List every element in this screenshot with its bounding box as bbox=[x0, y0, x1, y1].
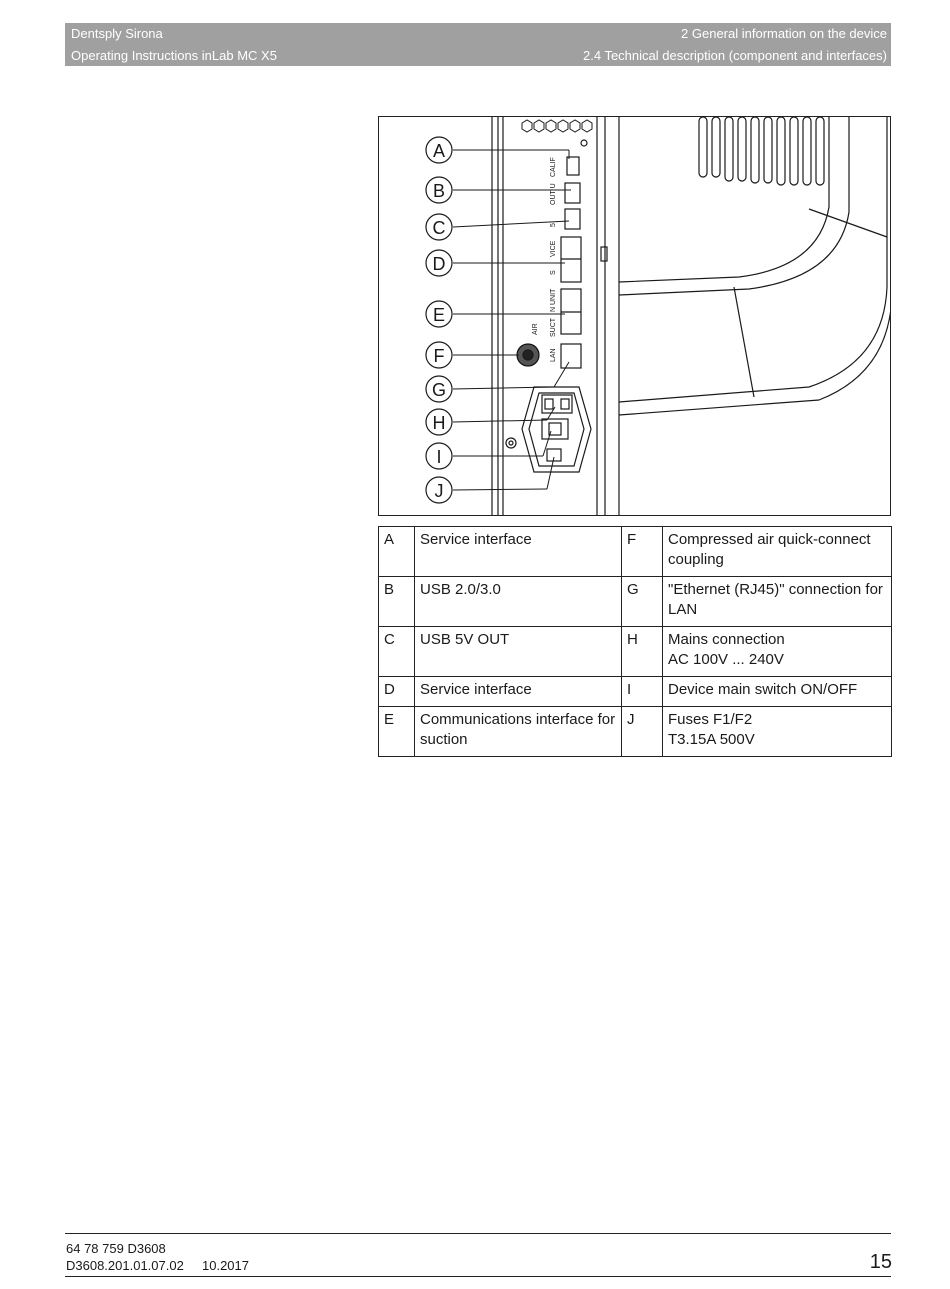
port-label-calif: CALIF bbox=[550, 157, 557, 177]
legend-description: "Ethernet (RJ45)" connection for LAN bbox=[662, 576, 892, 627]
legend-description: Service interface bbox=[414, 526, 622, 577]
callout-h bbox=[425, 408, 453, 436]
device-rear-panel-drawing: CALIF OUT U 5 VICE S N UNIT SUCT AIR LAN bbox=[425, 117, 890, 515]
legend-description-detail: T3.15A 500V bbox=[668, 731, 755, 748]
legend-key: B bbox=[378, 576, 415, 627]
callout-g bbox=[425, 375, 453, 403]
legend-description: Communications interface for suction bbox=[414, 706, 622, 757]
housing-contour bbox=[618, 117, 830, 283]
port-label-unit: N UNIT bbox=[550, 288, 557, 312]
footer-divider bbox=[65, 1276, 891, 1277]
housing-seam bbox=[733, 286, 755, 398]
table-row: D Service interface I Device main switch… bbox=[378, 676, 892, 707]
callout-letter-e: E bbox=[433, 305, 445, 325]
port-a-service bbox=[566, 156, 580, 176]
callout-a bbox=[425, 136, 453, 164]
side-clip bbox=[600, 246, 608, 262]
port-label-suct: SUCT bbox=[550, 317, 557, 337]
legend-key: D bbox=[378, 676, 415, 707]
fuse-holder bbox=[546, 448, 562, 462]
callout-letter-a: A bbox=[433, 141, 445, 161]
legend-description: USB 5V OUT bbox=[414, 626, 622, 677]
port-b-usb bbox=[564, 182, 581, 204]
table-row: A Service interface F Compressed air qui… bbox=[378, 526, 892, 577]
device-interfaces-figure: CALIF OUT U 5 VICE S N UNIT SUCT AIR LAN bbox=[378, 116, 891, 516]
legend-description-detail: AC 100V ... 240V bbox=[668, 651, 784, 668]
legend-description: Device main switch ON/OFF bbox=[662, 676, 892, 707]
header-chapter: 2 General information on the device bbox=[681, 26, 887, 41]
legend-key: H bbox=[621, 626, 663, 677]
legend-key: F bbox=[621, 526, 663, 577]
port-label-vice: VICE bbox=[550, 240, 557, 257]
housing-contour bbox=[618, 310, 890, 416]
port-c-usb-5v bbox=[564, 208, 581, 230]
legend-key: I bbox=[621, 676, 663, 707]
housing-contour bbox=[618, 117, 888, 403]
page-number: 15 bbox=[869, 1251, 892, 1273]
page-header: Dentsply Sirona Operating Instructions i… bbox=[65, 23, 891, 66]
callout-letter-d: D bbox=[433, 254, 446, 274]
port-label-s: S bbox=[550, 270, 557, 275]
port-label-out: OUT U bbox=[550, 183, 557, 205]
callout-letters: A B C D E F G H I J bbox=[432, 141, 446, 501]
callout-f bbox=[425, 341, 453, 369]
top-vent-holes bbox=[521, 119, 593, 133]
mains-socket bbox=[541, 394, 573, 414]
table-row: E Communications interface for suction J… bbox=[378, 706, 892, 757]
callout-letter-f: F bbox=[434, 346, 445, 366]
footer-divider bbox=[65, 1233, 891, 1234]
legend-description: Compressed air quick-connect coupling bbox=[662, 526, 892, 577]
port-label-lan: LAN bbox=[550, 348, 557, 362]
legend-description: Mains connection bbox=[668, 631, 785, 648]
footer-doc-reference: D3608.201.01.07.02 bbox=[66, 1258, 184, 1273]
legend-key: A bbox=[378, 526, 415, 577]
callout-c bbox=[425, 213, 453, 241]
callout-markers bbox=[425, 136, 453, 504]
callout-letter-j: J bbox=[435, 481, 444, 501]
callout-letter-c: C bbox=[433, 218, 446, 238]
callout-letter-h: H bbox=[433, 413, 446, 433]
side-vent-slots bbox=[698, 117, 825, 186]
port-label-air: AIR bbox=[532, 323, 539, 335]
legend-key: E bbox=[378, 706, 415, 757]
legend-description-cell: Mains connection AC 100V ... 240V bbox=[662, 626, 892, 677]
callout-b bbox=[425, 176, 453, 204]
legend-key: C bbox=[378, 626, 415, 677]
table-row: C USB 5V OUT H Mains connection AC 100V .… bbox=[378, 626, 892, 677]
legend-key: J bbox=[621, 706, 663, 757]
callout-letter-g: G bbox=[432, 380, 446, 400]
table-row: B USB 2.0/3.0 G "Ethernet (RJ45)" connec… bbox=[378, 576, 892, 627]
power-entry-module bbox=[521, 386, 592, 473]
callout-e bbox=[425, 300, 453, 328]
port-label-5: 5 bbox=[550, 223, 557, 227]
callout-leaders bbox=[452, 149, 571, 491]
callout-d bbox=[425, 249, 453, 277]
port-g-lan bbox=[560, 343, 582, 369]
header-section: 2.4 Technical description (component and… bbox=[583, 48, 887, 63]
ground-screw bbox=[505, 437, 517, 449]
callout-i bbox=[425, 442, 453, 470]
indicator-led bbox=[580, 139, 588, 147]
footer-doc-number: 64 78 759 D3608 bbox=[66, 1241, 166, 1256]
callout-letter-b: B bbox=[433, 181, 445, 201]
callout-j bbox=[425, 476, 453, 504]
footer-date: 10.2017 bbox=[202, 1258, 249, 1273]
header-manual-title: Operating Instructions inLab MC X5 bbox=[71, 48, 277, 63]
housing-seam bbox=[808, 208, 888, 238]
header-company: Dentsply Sirona bbox=[71, 26, 163, 41]
housing-contour bbox=[618, 117, 850, 296]
main-switch bbox=[541, 418, 569, 440]
legend-description: Service interface bbox=[414, 676, 622, 707]
callout-letter-i: I bbox=[436, 447, 441, 467]
interface-legend-table: A Service interface F Compressed air qui… bbox=[378, 526, 892, 757]
legend-key: G bbox=[621, 576, 663, 627]
port-label-group: CALIF OUT U 5 VICE S N UNIT SUCT AIR LAN bbox=[532, 157, 557, 362]
legend-description: USB 2.0/3.0 bbox=[414, 576, 622, 627]
legend-description: Fuses F1/F2 bbox=[668, 711, 753, 728]
